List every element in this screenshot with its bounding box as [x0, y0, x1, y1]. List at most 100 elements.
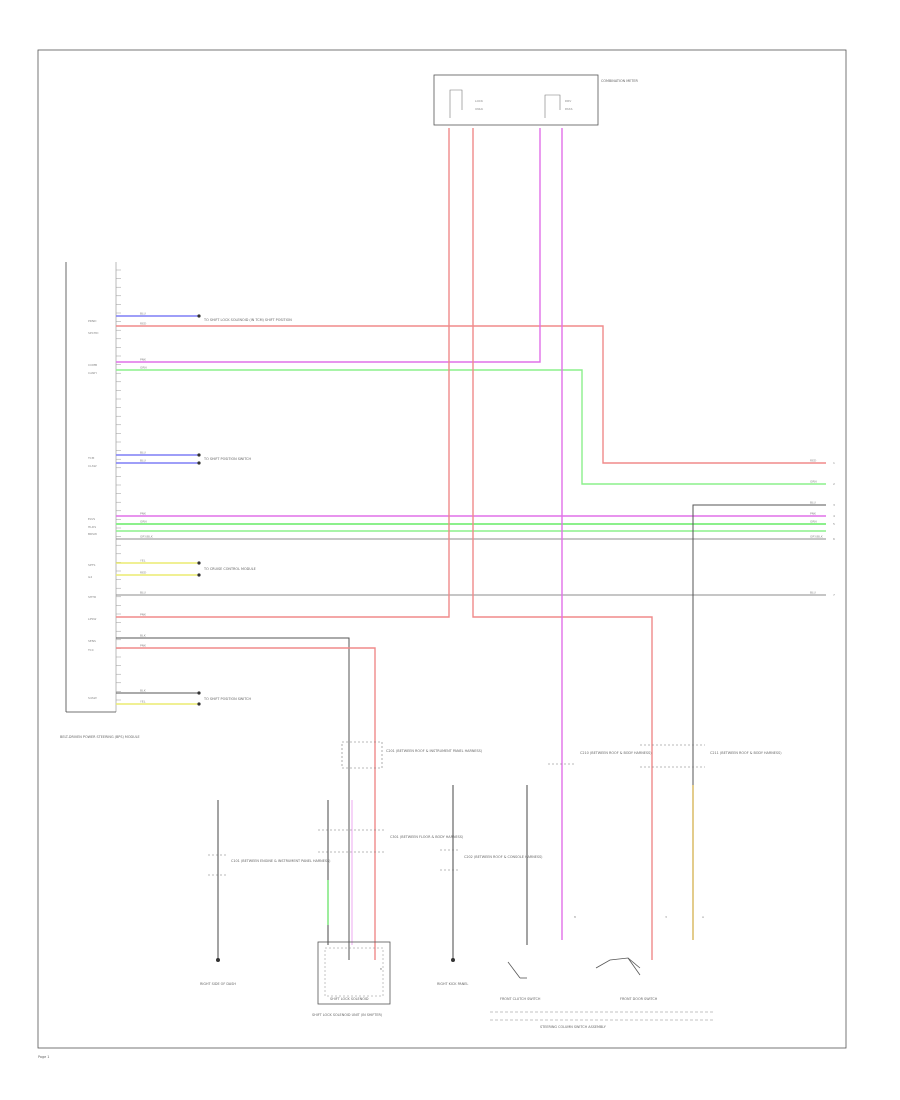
switch-label-1: FRONT CLUTCH SWITCH — [500, 997, 541, 1001]
ecm-pin-label: BLK — [140, 634, 147, 638]
svg-text:C211 (BETWEEN ROOF & BODY HARN: C211 (BETWEEN ROOF & BODY HARNESS) — [710, 751, 782, 755]
wire-green-1 — [116, 369, 826, 485]
ecm-pin-label: BLU — [140, 312, 146, 316]
splice-c1: C201 (BETWEEN ROOF & INSTRUMENT PANEL HA… — [341, 741, 483, 769]
shift-lock-unit-label: SHIFT LOCK SOLENOID UNIT (IN SHIFTER) — [312, 1013, 383, 1017]
right-wire-label: RED — [810, 459, 817, 463]
annotation-1: TO SHIFT LOCK SOLENOID (IN TCM) SHIFT PO… — [203, 318, 292, 322]
right-wire-number: 6 — [833, 537, 835, 541]
ecm-pin-label: BLK — [140, 689, 147, 693]
shift-lock-solenoid: SHIFT LOCK SOLENOID SHIFT LOCK SOLENOID … — [312, 941, 391, 1017]
ecm-side-label: ELVS — [88, 517, 95, 521]
pin-b: 3 — [665, 915, 667, 919]
annotation-3: TO CRUISE CONTROL MODULE — [203, 567, 256, 571]
right-wire-label: GRN — [810, 520, 817, 524]
meter-pin-lock: LOCK — [475, 99, 484, 103]
ecm-pin-label: PNK — [140, 512, 147, 516]
ecm-pin-label: GRY/BLK — [140, 535, 154, 539]
ecm-side-label: HLDS — [88, 525, 96, 529]
right-wire-number: 5 — [833, 522, 835, 526]
ecm-pin-label: RED — [140, 322, 147, 326]
wire-red-2 — [116, 128, 450, 618]
ground-symbols — [216, 958, 455, 962]
ecm-pin-ticks — [116, 269, 121, 701]
ecm-pin-label: BLU — [140, 591, 146, 595]
meter-pin-pass: PASS — [565, 107, 573, 111]
meter-pin-unlk: UNLK — [475, 107, 484, 111]
ecm-side-label: BRSW — [88, 532, 97, 536]
right-wire-label: GRY/BLK — [810, 535, 824, 539]
wire-gray-4 — [116, 637, 350, 960]
ground-label-1: RIGHT SIDE OF DASH — [200, 982, 236, 986]
meter-title: COMBINATION METER — [601, 79, 639, 83]
right-wire-label: BLU — [810, 501, 816, 505]
ecm-side-label: SENS — [88, 639, 96, 643]
right-wire-label: PNK — [810, 512, 817, 516]
ecm-side-label: G2 — [88, 575, 92, 579]
ecm-side-labels: PRND SPCHD COMB CANH TCM CLSW ELVS HLDS BRSW SPTS… — [87, 319, 99, 700]
front-door-switch — [595, 957, 641, 976]
ecm-side-label: PRND — [88, 319, 97, 323]
wire-red-1 — [116, 325, 826, 464]
splice-c2: C210 (BETWEEN ROOF & BODY HARNESS) — [548, 751, 652, 765]
ecm-module-name: BELT-DRIVEN POWER STEERING (BPS) MODULE — [60, 735, 140, 739]
splice-c6: C202 (BETWEEN ROOF & CONSOLE HARNESS) — [440, 849, 543, 871]
pin-a: 8 — [574, 915, 576, 919]
shift-lock-label: SHIFT LOCK SOLENOID — [330, 997, 369, 1001]
ecm-side-label: TCM — [87, 456, 95, 460]
right-wire-label: BLU — [810, 591, 816, 595]
svg-text:C301 (BETWEEN FLOOR & BODY HAR: C301 (BETWEEN FLOOR & BODY HARNESS) — [390, 835, 464, 839]
ground-label-2: RIGHT KICK PANEL — [437, 982, 468, 986]
ecm-pin-label: PNK — [140, 644, 147, 648]
ecm-side-label: S4SW — [88, 696, 97, 700]
page-number: Page 1 — [38, 1055, 49, 1059]
ecm-side-label: TCC — [87, 648, 94, 652]
ecm-side-label: CLSW — [88, 464, 97, 468]
right-wire-number: 2 — [833, 482, 835, 486]
ecm-pin-label: GRN — [140, 366, 147, 370]
wires — [116, 128, 826, 960]
ecm-side-label: COMB — [88, 363, 97, 367]
ecm-side-label: SPTS — [88, 563, 96, 567]
meter-pin-drv: DRV — [565, 99, 572, 103]
ecm-pin-label: BLU — [140, 459, 146, 463]
ecm-pin-label: BLU — [140, 451, 146, 455]
right-wire-number: 4 — [833, 514, 835, 518]
combination-meter: COMBINATION METER LOCK UNLK DRV PASS — [433, 74, 639, 126]
svg-text:C101 (BETWEEN ENGINE & INSTRUM: C101 (BETWEEN ENGINE & INSTRUMENT PANEL … — [231, 859, 331, 863]
splice-c3: C211 (BETWEEN ROOF & BODY HARNESS) — [640, 744, 782, 768]
arrowheads — [197, 314, 201, 706]
svg-text:C210 (BETWEEN ROOF & BODY HARN: C210 (BETWEEN ROOF & BODY HARNESS) — [580, 751, 652, 755]
right-wire-number: 3 — [833, 503, 835, 507]
ecm-side-label: CANH — [88, 371, 97, 375]
ecm-pin-label: RED — [140, 571, 147, 575]
assembly-label: STEERING COLUMN SWITCH ASSEMBLY — [540, 1025, 607, 1029]
right-wire-label: GRN — [810, 480, 817, 484]
ecm-pin-label: PNK — [140, 613, 147, 617]
ecm-pin-label: GRN — [140, 520, 147, 524]
ecm-pin-labels: BLU RED PNK GRN BLU BLU PNK GRN GRY/BLK YEL RED BLU… — [140, 312, 154, 704]
pin-c: A — [702, 915, 705, 919]
wire-red-4 — [116, 647, 376, 960]
wire-magenta-1 — [116, 128, 541, 363]
ecm-connector: PRND SPCHD COMB CANH TCM CLSW ELVS HLDS BRSW SPTS… — [60, 262, 154, 739]
right-wire-number: 7 — [833, 593, 835, 597]
diagram-frame — [37, 49, 847, 1049]
splice-c4: C101 (BETWEEN ENGINE & INSTRUMENT PANEL … — [208, 854, 331, 876]
ecm-side-label: SPCHD — [88, 331, 99, 335]
annotation-2: TO SHIFT POSITION SWITCH — [203, 457, 252, 461]
ecm-pin-label: PNK — [140, 358, 147, 362]
wire-gray-5 — [692, 504, 826, 940]
switch-label-2: FRONT DOOR SWITCH — [620, 997, 658, 1001]
pin-d: B — [380, 967, 382, 971]
annotation-4: TO SHIFT POSITION SWITCH — [203, 697, 252, 701]
ecm-pin-label: YEL — [140, 559, 146, 563]
svg-text:C201 (BETWEEN ROOF & INSTRUMEN: C201 (BETWEEN ROOF & INSTRUMENT PANEL HA… — [386, 749, 483, 753]
front-clutch-switch — [507, 961, 527, 979]
ecm-side-label: SHTR — [88, 595, 96, 599]
svg-text:C202 (BETWEEN ROOF & CONSOLE H: C202 (BETWEEN ROOF & CONSOLE HARNESS) — [464, 855, 543, 859]
ecm-pin-label: YEL — [140, 700, 146, 704]
right-wire-number: 1 — [833, 461, 835, 465]
